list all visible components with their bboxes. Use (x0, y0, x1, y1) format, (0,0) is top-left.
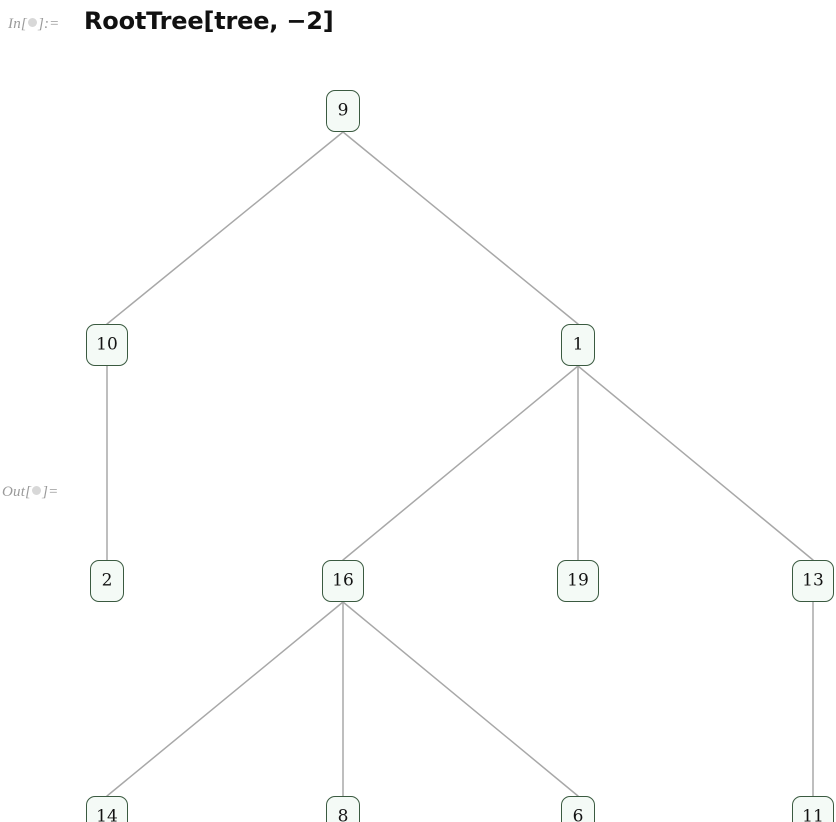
tree-node-label: 11 (802, 806, 824, 822)
tree-graph[interactable]: 9 10 1 2 16 19 13 14 8 6 11 (0, 56, 836, 822)
input-label-suffix: ]:= (37, 16, 60, 32)
tree-node-label: 13 (802, 570, 824, 590)
tree-node-label: 16 (332, 570, 354, 590)
tree-node-1[interactable]: 1 (561, 324, 595, 366)
tree-node-label: 9 (337, 100, 349, 120)
output-cell-label: Out[ ]= (2, 484, 59, 501)
tree-node-label: 2 (101, 570, 113, 590)
tree-node-19[interactable]: 19 (557, 560, 599, 602)
tree-node-9[interactable]: 9 (326, 90, 360, 132)
tree-node-label: 1 (572, 334, 584, 354)
input-label-prefix: In[ (8, 16, 27, 32)
tree-node-2[interactable]: 2 (90, 560, 124, 602)
tree-node-label: 19 (567, 570, 589, 590)
input-cell[interactable]: In[ ]:= RootTree[tree, −2] (0, 0, 836, 56)
tree-node-8[interactable]: 8 (326, 796, 360, 822)
input-expression-text[interactable]: RootTree[tree, −2] (84, 7, 334, 35)
output-cell[interactable]: Out[ ]= 9 10 1 2 16 19 13 14 8 6 11 (0, 56, 836, 822)
input-cell-label: In[ ]:= (8, 16, 60, 33)
output-label-suffix: ]= (42, 484, 59, 500)
tree-node-label: 10 (96, 334, 118, 354)
tree-node-layer: 9 10 1 2 16 19 13 14 8 6 11 (0, 56, 836, 822)
tree-node-16[interactable]: 16 (322, 560, 364, 602)
output-label-prefix: Out[ (2, 484, 32, 500)
tree-node-6[interactable]: 6 (561, 796, 595, 822)
tree-node-label: 8 (337, 806, 349, 822)
tree-node-11[interactable]: 11 (792, 796, 834, 822)
cell-number-dot-icon (32, 486, 42, 495)
tree-node-13[interactable]: 13 (792, 560, 834, 602)
tree-node-label: 6 (572, 806, 584, 822)
tree-node-10[interactable]: 10 (86, 324, 128, 366)
cell-number-dot-icon (27, 18, 37, 27)
tree-node-14[interactable]: 14 (86, 796, 128, 822)
tree-node-label: 14 (96, 806, 118, 822)
